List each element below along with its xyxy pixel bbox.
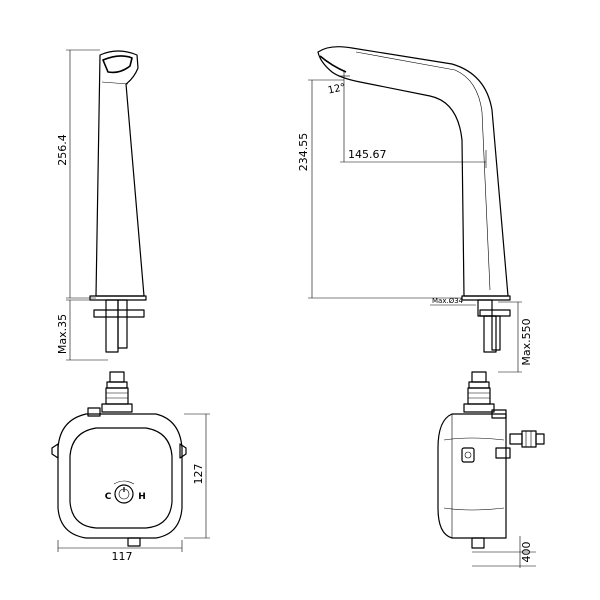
box-width-label: 117 bbox=[112, 550, 133, 563]
box-height-label: 127 bbox=[192, 464, 205, 485]
front-thickness-dimension: Max.35 bbox=[56, 299, 108, 361]
side-max-length-label: Max.550 bbox=[520, 318, 533, 365]
hot-label: H bbox=[138, 492, 146, 502]
hole-diameter-label: Max.Ø34 bbox=[432, 297, 464, 305]
spout-reach-label: 145.67 bbox=[348, 148, 387, 161]
spout-angle-label: 12° bbox=[327, 82, 347, 96]
control-knob: C H bbox=[105, 480, 146, 504]
spout-reach-dimension: 145.67 bbox=[340, 82, 487, 168]
hole-diameter-dimension: Max.Ø34 bbox=[430, 297, 476, 306]
front-height-label: 256.4 bbox=[56, 134, 69, 166]
box-height-dimension: 127 bbox=[184, 413, 210, 539]
front-view-tap bbox=[89, 50, 147, 353]
side-max-length-dimension: Max.550 bbox=[498, 301, 533, 373]
side-control-box bbox=[437, 371, 545, 549]
side-height-dimension: 234.55 bbox=[297, 79, 462, 299]
box-width-dimension: 117 bbox=[57, 540, 183, 563]
cable-length-label: 400 bbox=[520, 542, 533, 563]
front-height-dimension: 256.4 bbox=[56, 49, 100, 299]
spout-angle-marker: 12° bbox=[327, 70, 350, 97]
cold-label: C bbox=[105, 492, 112, 502]
front-control-box bbox=[51, 371, 187, 547]
front-thickness-label: Max.35 bbox=[56, 314, 69, 354]
cable-length-dimension: 400 bbox=[472, 536, 536, 568]
side-view-tap bbox=[317, 46, 511, 353]
side-height-label: 234.55 bbox=[297, 133, 310, 172]
